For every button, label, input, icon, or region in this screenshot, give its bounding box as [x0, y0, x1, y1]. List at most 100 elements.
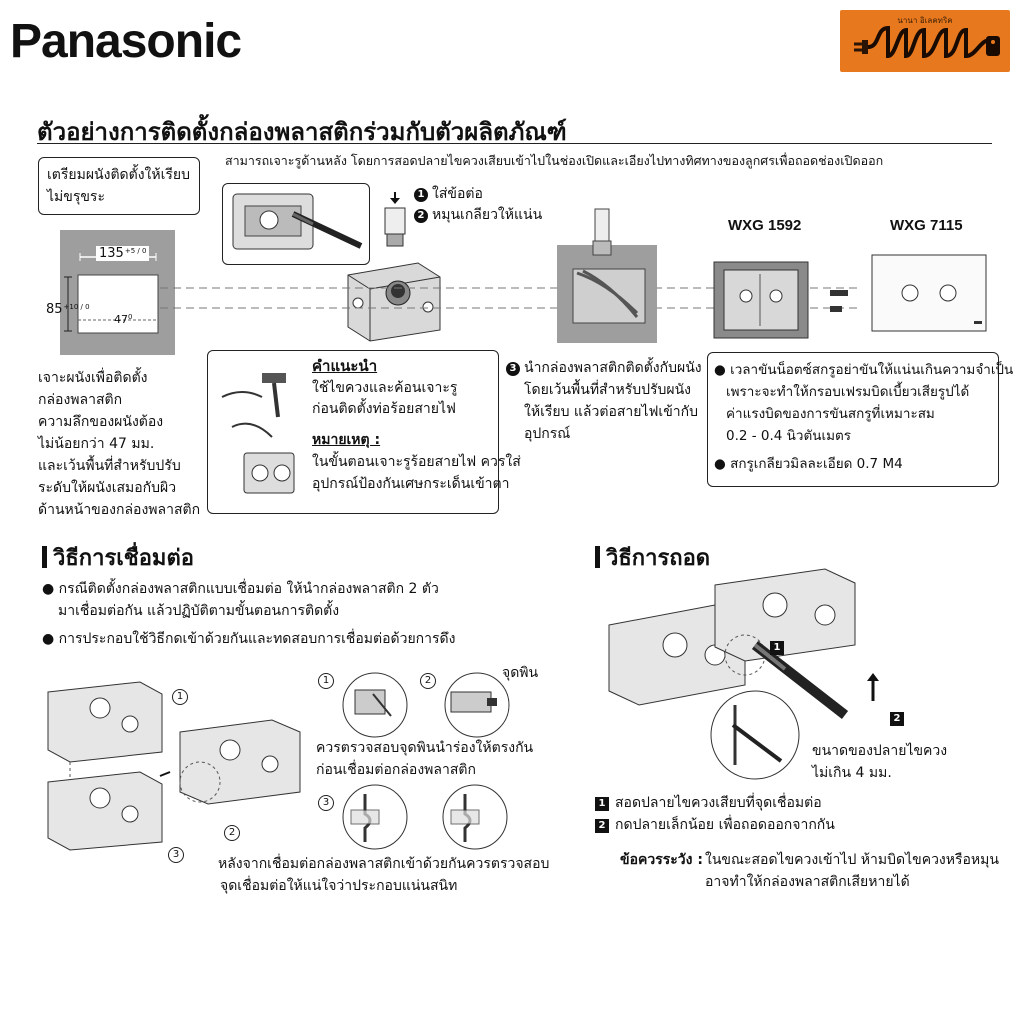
pin-point-label: จุดพิน [502, 665, 539, 681]
caution-line-2: อาจทำให้กล่องพลาสติกเสียหายได้ [705, 874, 910, 890]
step-3-line: อุปกรณ์ [524, 426, 571, 442]
drill-note-line: ระดับให้ผนังเสมอกับผิว [38, 480, 177, 496]
remove-section-title: วิธีการถอด [595, 540, 710, 575]
drill-note-line: และเว้นพื้นที่สำหรับปรับ [38, 458, 181, 474]
drill-note: เจาะผนังเพื่อติดตั้ง กล่องพลาสติก ความลึ… [38, 367, 200, 521]
after-connect-note: หลังจากเชื่อมต่อกล่องพลาสติกเข้าด้วยกันค… [218, 853, 549, 897]
connect-title-text: วิธีการเชื่อมต่อ [53, 546, 194, 571]
remove-title-text: วิธีการถอด [606, 546, 711, 571]
dim-height-tolerance: +10 / 0 [63, 303, 90, 311]
frame-wxg1592-diagram [713, 261, 809, 339]
install-step-1: 1 ใส่ข้อต่อ [414, 183, 483, 205]
pin-detail-2-icon [444, 672, 510, 738]
hammer-drilling-icon [221, 373, 295, 494]
check-pin-line-2: ก่อนเชื่อมต่อกล่องพลาสติก [316, 762, 476, 778]
note-title: หมายเหตุ : [312, 432, 381, 448]
dim-depth-label: 470 [114, 313, 132, 326]
remove-marker-2: 2 [890, 707, 910, 726]
shop-logo: นานา อิเลคทริค [840, 10, 1010, 72]
drill-note-line: ไม่น้อยกว่า 47 มม. [38, 436, 155, 452]
title-divider [37, 143, 992, 144]
caution-label: ข้อควรระวัง : [620, 852, 703, 868]
install-step-3: 3 นำกล่องพลาสติกติดตั้งกับผนัง โดยเว้นพื้… [506, 357, 702, 445]
screwdriver-connector-icon [232, 193, 363, 250]
shop-logo-small-text: นานา อิเลคทริค [897, 16, 953, 25]
plate-wxg7115-diagram [871, 254, 987, 332]
screw-notes-box: ● เวลาขันน็อตซ์สกรูอย่าขันให้แน่นเกินควา… [707, 352, 1013, 487]
page-title: ตัวอย่างการติดตั้งกล่องพลาสติกร่วมกับตัว… [37, 118, 567, 146]
section-bar [42, 546, 47, 568]
drill-note-line: ด้านหน้าของกล่องพลาสติก [38, 502, 201, 518]
connector-fitting-icon [384, 192, 406, 247]
advice-line-1: ใช้ไขควงและค้อนเจาะรู [312, 380, 458, 396]
remove-step-1: สอดปลายไขควงเสียบที่จุดเชื่อมต่อ [615, 795, 822, 811]
dim-width-value: 135 [99, 246, 124, 261]
step-3-line: โดยเว้นพื้นที่สำหรับปรับผนัง [524, 382, 692, 398]
remove-step-2-number: 2 [595, 819, 609, 833]
step-1-text: ใส่ข้อต่อ [432, 186, 483, 202]
advice-title: คำแนะนำ [312, 357, 378, 375]
note-line-1: ในขั้นตอนเจาะรูร้อยสายไฟ ควรใส่ [312, 454, 521, 470]
advice-box: คำแนะนำ ใช้ไขควงและค้อนเจาะรู ก่อนติดตั้… [207, 350, 521, 514]
connect-bullets: ● กรณีติดตั้งกล่องพลาสติกแบบเชื่อมต่อ ให… [42, 581, 456, 647]
dim-depth-value: 47 [114, 313, 128, 326]
remove-step-1-number: 1 [595, 797, 609, 811]
dim-width-label: 135+5 / 0 [96, 246, 150, 261]
dim-height-label: 85+10 / 0 [46, 302, 90, 317]
detail-3-marker: 3 [318, 790, 334, 811]
model-1592-label: WXG 1592 [728, 217, 802, 234]
dim-depth-tolerance: 0 [128, 313, 133, 321]
dim-width-tolerance: +5 / 0 [124, 247, 147, 255]
tip-size-note: ขนาดของปลายไขควง ไม่เกิน 4 มม. [812, 740, 947, 784]
remove-marker-1: 1 [770, 636, 790, 655]
drill-note-line: เจาะผนังเพื่อติดตั้ง [38, 370, 148, 386]
connect-marker-2: 2 [224, 820, 240, 841]
wall-mounted-box-diagram [557, 208, 657, 343]
screw-note-5: สกรูเกลียวมิลละเอียด 0.7 M4 [730, 456, 903, 472]
shop-logo-plug-icon [854, 25, 1000, 59]
prepare-wall-line-1: เตรียมผนังติดตั้งให้เรียบ [47, 167, 191, 183]
brand-logo: Panasonic [10, 15, 242, 68]
box-connection-diagram [47, 681, 301, 851]
drill-note-line: กล่องพลาสติก [38, 392, 123, 408]
connect-marker-1: 1 [172, 684, 188, 705]
detail-2-marker: 2 [420, 668, 436, 689]
caution-line-1: ในขณะสอดไขควงเข้าไป ห้ามบิดไขควงหรือหมุน [705, 852, 999, 868]
connector-inset [222, 183, 370, 265]
screw-note-line: ● สกรูเกลียวมิลละเอียด 0.7 M4 [714, 456, 903, 472]
advice-line-2: ก่อนติดตั้งท่อร้อยสายไฟ [312, 401, 456, 417]
screw-icon [830, 290, 848, 312]
after-connect-line-2: จุดเชื่อมต่อให้แน่ใจว่าประกอบแน่นสนิท [220, 878, 458, 894]
screw-note-2: เพราะจะทำให้กรอบเฟรมบิดเบี้ยวเสียรูปได้ [726, 384, 970, 400]
box-removal-diagram [608, 568, 879, 780]
screw-note-1: เวลาขันน็อตซ์สกรูอย่าขันให้แน่นเกินความจ… [730, 362, 1014, 378]
connect-bullet-2: การประกอบใช้วิธีกดเข้าด้วยกันและทดสอบการ… [58, 631, 456, 647]
pin-detail-3-icon [342, 784, 508, 850]
model-7115-label: WXG 7115 [890, 217, 963, 234]
step-3-number: 3 [506, 362, 520, 376]
prepare-wall-callout: เตรียมผนังติดตั้งให้เรียบ ไม่ขรุขระ [38, 157, 200, 215]
step-2-text: หมุนเกลียวให้แน่น [432, 207, 543, 223]
tip-size-line-1: ขนาดของปลายไขควง [812, 743, 948, 759]
prepare-wall-line-2: ไม่ขรุขระ [47, 189, 105, 205]
step-3-line: ให้เรียบ แล้วต่อสายไฟเข้ากับ [524, 404, 699, 420]
screw-note-4: 0.2 - 0.4 นิวตันเมตร [726, 428, 852, 444]
section-bar [595, 546, 600, 568]
drill-note-line: ความลึกของผนังต้อง [38, 414, 164, 430]
install-top-note: สามารถเจาะรูด้านหลัง โดยการสอดปลายไขควงเ… [225, 153, 884, 168]
note-line-2: อุปกรณ์ป้องกันเศษกระเด็นเข้าตา [312, 476, 510, 492]
detail-1-marker: 1 [318, 668, 334, 689]
step-1-number: 1 [414, 188, 428, 202]
step-3-line: นำกล่องพลาสติกติดตั้งกับผนัง [524, 360, 702, 376]
screw-note-line: ● เวลาขันน็อตซ์สกรูอย่าขันให้แน่นเกินควา… [714, 362, 1014, 378]
plastic-box-diagram [347, 262, 441, 342]
wall-cutout-diagram [60, 230, 175, 355]
after-connect-line-1: หลังจากเชื่อมต่อกล่องพลาสติกเข้าด้วยกันค… [218, 856, 550, 872]
pin-detail-1-icon [342, 672, 408, 738]
tip-size-line-2: ไม่เกิน 4 มม. [812, 765, 892, 781]
check-pin-line-1: ควรตรวจสอบจุดพินนำร่องให้ตรงกัน [316, 740, 534, 756]
connect-marker-3: 3 [168, 842, 184, 863]
connect-bullet-1: กรณีติดตั้งกล่องพลาสติกแบบเชื่อมต่อ ให้น… [58, 581, 439, 597]
